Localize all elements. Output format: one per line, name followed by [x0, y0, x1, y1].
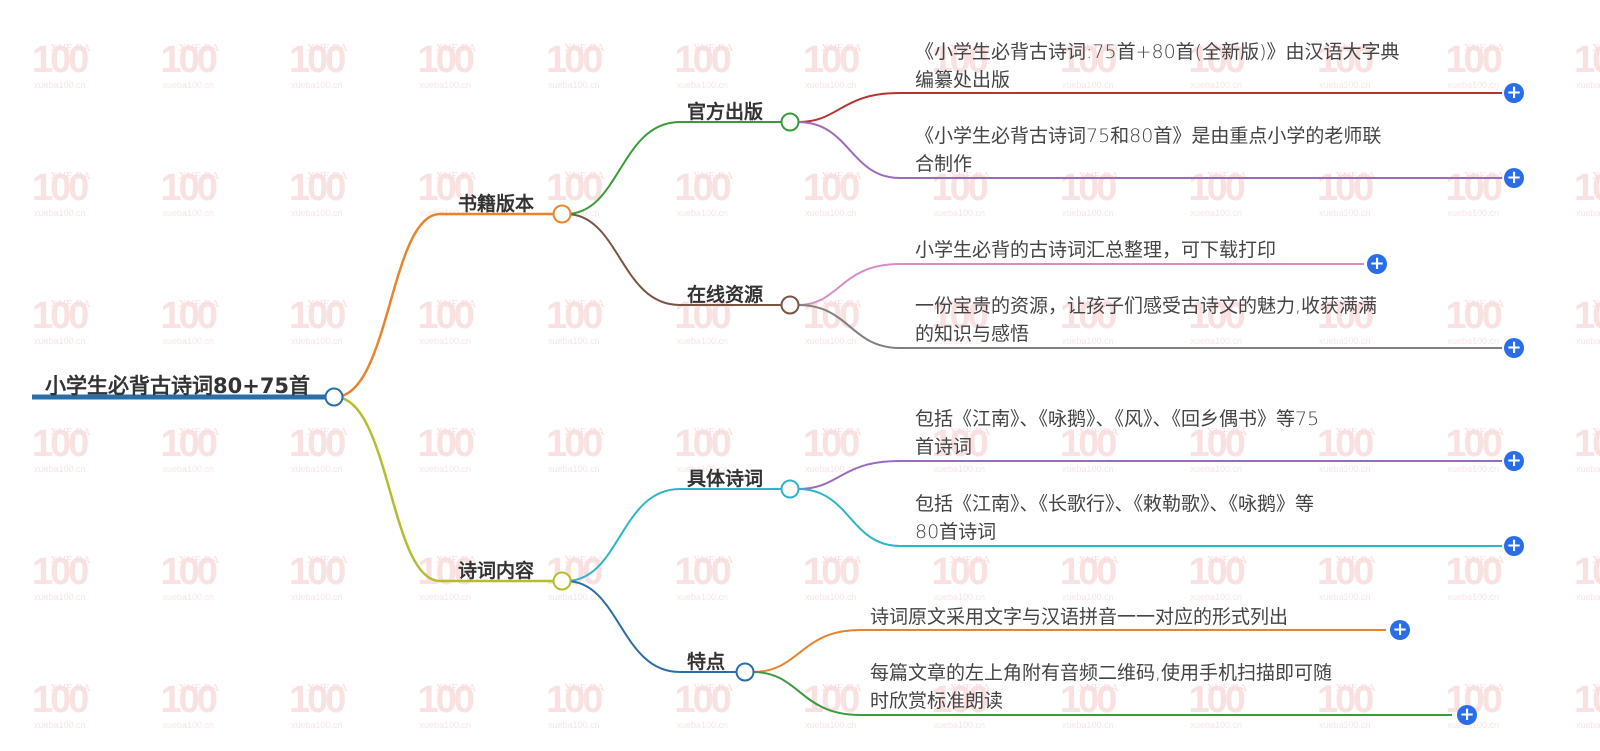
leaf-line: 的知识与感悟: [915, 323, 1030, 345]
expand-plus-icon[interactable]: +: [1504, 536, 1524, 556]
leaf-poems-2[interactable]: 包括《江南》、《长歌行》、《敕勒歌》、《咏鹅》等 80首诗词: [915, 490, 1314, 546]
connector-leaf-5: [797, 460, 1502, 490]
leaf-online-2[interactable]: 一份宝贵的资源，让孩子们感受古诗文的魅力,收获满满 的知识与感悟: [915, 292, 1377, 348]
leaf-line: 一份宝贵的资源，让孩子们感受古诗文的魅力,收获满满: [915, 295, 1378, 317]
expand-plus-icon[interactable]: +: [1504, 338, 1524, 358]
official-collapse-toggle: [780, 112, 800, 132]
connector-books-online: [565, 213, 782, 306]
leaf-line: 每篇文章的左上角附有音频二维码,使用手机扫描即可随: [870, 662, 1333, 684]
leaf-line: 合制作: [915, 153, 973, 175]
online-collapse-toggle: [780, 295, 800, 315]
leaf-line: 《小学生必背古诗词75和80首》是由重点小学的老师联: [915, 125, 1382, 147]
connector-content-features: [565, 580, 737, 673]
leaf-features-1[interactable]: 诗词原文采用文字与汉语拼音一一对应的形式列出: [870, 603, 1288, 631]
connector-leaf-4: [797, 304, 1502, 349]
expand-plus-icon[interactable]: +: [1504, 451, 1524, 471]
leaf-line: 小学生必背的古诗词汇总整理，可下载打印: [915, 239, 1277, 261]
root-collapse-toggle: [324, 387, 344, 407]
connector-books-official: [565, 121, 782, 215]
connector-leaf-7: [752, 629, 1386, 673]
connector-content-poems: [565, 488, 782, 582]
leaf-line: 时欣赏标准朗读: [870, 690, 1004, 712]
leaf-line: 80首诗词: [915, 521, 997, 543]
connector-leaf-2: [797, 121, 1502, 179]
connector-leaf-6: [797, 488, 1502, 547]
leaf-line: 包括《江南》、《长歌行》、《敕勒歌》、《咏鹅》等: [915, 493, 1315, 515]
branch-books[interactable]: 书籍版本: [458, 193, 535, 215]
leaf-online-1[interactable]: 小学生必背的古诗词汇总整理，可下载打印: [915, 236, 1276, 264]
connector-leaf-3: [797, 263, 1364, 306]
branch-content[interactable]: 诗词内容: [458, 560, 535, 582]
leaf-features-2[interactable]: 每篇文章的左上角附有音频二维码,使用手机扫描即可随 时欣赏标准朗读: [870, 659, 1332, 715]
connector-root-content: [334, 395, 558, 583]
branch-online[interactable]: 在线资源: [687, 284, 764, 306]
leaf-poems-1[interactable]: 包括《江南》、《咏鹅》、《风》、《回乡偶书》等75 首诗词: [915, 405, 1319, 461]
branch-poems[interactable]: 具体诗词: [687, 468, 764, 490]
expand-plus-icon[interactable]: +: [1504, 168, 1524, 188]
leaf-line: 《小学生必背古诗词:75首+80首(全新版)》由汉语大字典: [915, 41, 1400, 63]
leaf-line: 编纂处出版: [915, 69, 1011, 91]
connector-leaf-8: [752, 671, 1452, 716]
leaf-line: 首诗词: [915, 436, 973, 458]
leaf-line: 诗词原文采用文字与汉语拼音一一对应的形式列出: [870, 606, 1289, 628]
branch-features[interactable]: 特点: [687, 651, 726, 673]
expand-plus-icon[interactable]: +: [1504, 83, 1524, 103]
leaf-official-1[interactable]: 《小学生必背古诗词:75首+80首(全新版)》由汉语大字典 编纂处出版: [915, 38, 1400, 94]
branch-official[interactable]: 官方出版: [687, 101, 764, 123]
expand-plus-icon[interactable]: +: [1367, 254, 1387, 274]
leaf-line: 包括《江南》、《咏鹅》、《风》、《回乡偶书》等75: [915, 408, 1320, 430]
features-collapse-toggle: [735, 662, 755, 682]
root-node[interactable]: 小学生必背古诗词80+75首: [45, 374, 311, 398]
books-collapse-toggle: [552, 204, 572, 224]
poems-collapse-toggle: [780, 479, 800, 499]
content-collapse-toggle: [552, 571, 572, 591]
expand-plus-icon[interactable]: +: [1390, 620, 1410, 640]
connector-leaf-1: [797, 92, 1502, 123]
expand-plus-icon[interactable]: +: [1457, 705, 1477, 725]
leaf-official-2[interactable]: 《小学生必背古诗词75和80首》是由重点小学的老师联 合制作: [915, 122, 1381, 178]
connector-root-books: [334, 212, 558, 399]
